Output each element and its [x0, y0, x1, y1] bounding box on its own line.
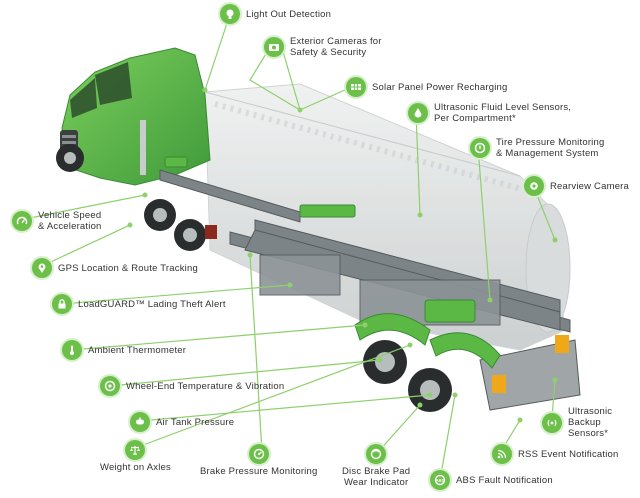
wheel-end-icon [100, 376, 120, 396]
green-components [164, 156, 501, 369]
thermometer-icon [62, 340, 82, 360]
feature-label: Light Out Detection [246, 8, 332, 20]
feature-label: Air Tank Pressure [156, 416, 235, 428]
air-tank-icon [130, 412, 150, 432]
leader-lines [19, 13, 556, 481]
scale-icon [125, 440, 146, 460]
svg-text:ABS: ABS [436, 478, 445, 483]
feature-vehicle-speed: Vehicle Speed& Acceleration [12, 210, 102, 232]
camera-icon [264, 37, 284, 57]
feature-label: GPS Location & Route Tracking [58, 262, 198, 274]
feature-label: Rearview Camera [550, 180, 630, 192]
brake-pad-icon [366, 444, 387, 464]
feature-solar-panel: Solar Panel Power Recharging [346, 77, 508, 97]
tire-pressure-icon [470, 138, 490, 158]
feature-brake-pressure: Brake Pressure Monitoring [200, 444, 317, 477]
solar-panel-icon [346, 77, 366, 97]
abs-icon: ABS [430, 470, 450, 490]
feature-loadguard: LoadGUARD™ Lading Theft Alert [52, 294, 226, 314]
leader-dots [127, 87, 558, 423]
tail-lights [205, 225, 569, 393]
feature-weight-on-axles: Weight on Axles [100, 440, 171, 473]
feature-air-tank-pressure: Air Tank Pressure [130, 412, 234, 432]
feature-rearview-camera: Rearview Camera [524, 176, 629, 196]
speedometer-icon [12, 211, 32, 231]
rss-icon [492, 444, 512, 464]
feature-label: Wheel-End Temperature & Vibration [126, 380, 285, 392]
light-bulb-icon [220, 4, 240, 24]
feature-fluid-level-sensors: Ultrasonic Fluid Level Sensors,Per Compa… [408, 102, 571, 124]
feature-label: ABS Fault Notification [456, 474, 553, 486]
feature-rss-event: RSS Event Notification [492, 444, 619, 464]
feature-label: Ambient Thermometer [88, 344, 187, 356]
feature-label: Ultrasonic Fluid Level Sensors,Per Compa… [434, 102, 572, 124]
rear-camera-icon [524, 176, 544, 196]
feature-abs-fault: ABS ABS Fault Notification [430, 470, 553, 490]
feature-label: Vehicle Speed& Acceleration [38, 210, 102, 232]
feature-gps: GPS Location & Route Tracking [32, 258, 198, 278]
feature-wheel-end: Wheel-End Temperature & Vibration [100, 376, 284, 396]
fluid-drop-icon [408, 103, 428, 123]
feature-light-out-detection: Light Out Detection [220, 4, 331, 24]
lock-icon [52, 294, 72, 314]
feature-ambient-thermometer: Ambient Thermometer [62, 340, 186, 360]
feature-label: Brake Pressure Monitoring [200, 466, 318, 477]
feature-label: Solar Panel Power Recharging [372, 81, 508, 93]
backup-sensor-icon [542, 412, 562, 433]
feature-label: RSS Event Notification [518, 448, 619, 460]
brake-gauge-icon [248, 444, 269, 464]
feature-tire-pressure: Tire Pressure Monitoring& Management Sys… [470, 137, 604, 159]
trailer-chassis [159, 169, 581, 411]
feature-label: Tire Pressure Monitoring& Management Sys… [496, 137, 605, 159]
feature-label: Weight on Axles [100, 462, 171, 473]
map-pin-icon [32, 258, 52, 278]
wheels [56, 144, 452, 412]
feature-label: LoadGUARD™ Lading Theft Alert [78, 298, 226, 310]
